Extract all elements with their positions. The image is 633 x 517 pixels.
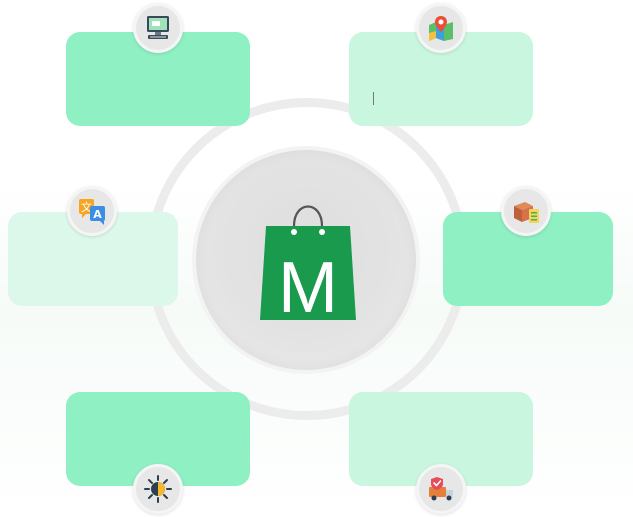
logo-letter: M xyxy=(278,248,338,322)
brightness-sun-icon xyxy=(144,475,172,503)
map-location-pin-icon xyxy=(429,16,453,41)
badge-top-left xyxy=(133,3,183,53)
translate-language-icon: 文 A xyxy=(79,199,105,225)
badge-top-right xyxy=(416,3,466,53)
shopping-bag-logo-icon: M xyxy=(260,205,356,322)
desktop-computer-icon xyxy=(147,16,169,39)
badge-bottom-right xyxy=(416,464,466,514)
delivery-truck-shield-icon xyxy=(429,477,453,501)
svg-text:文: 文 xyxy=(81,200,92,214)
text-caret xyxy=(373,92,374,105)
badge-middle-right xyxy=(501,186,551,236)
svg-text:A: A xyxy=(93,208,102,221)
package-box-checklist-icon xyxy=(514,202,539,223)
badge-bottom-left xyxy=(133,464,183,514)
badge-middle-left: 文 A xyxy=(67,186,117,236)
